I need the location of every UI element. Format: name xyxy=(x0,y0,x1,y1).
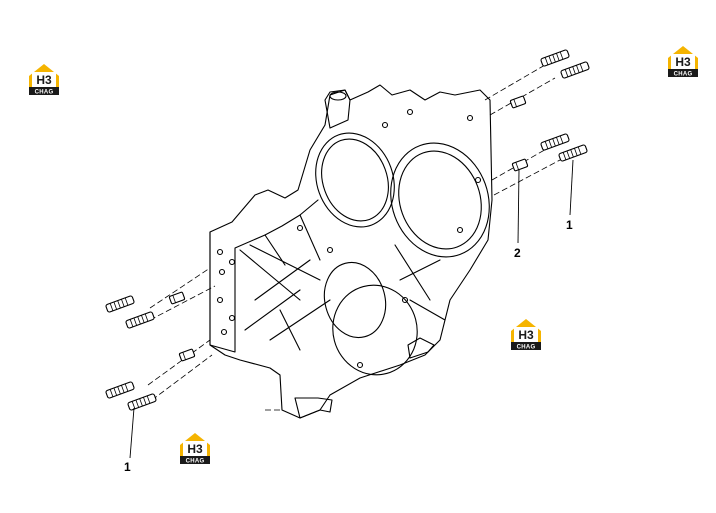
svg-text:CHAG: CHAG xyxy=(186,459,205,465)
stud-bolt xyxy=(558,144,588,162)
bottom-foot-right xyxy=(407,337,435,359)
stud-bolt xyxy=(560,61,590,79)
stud-bolt xyxy=(127,393,157,411)
stud-bolt xyxy=(105,295,135,313)
svg-text:H3: H3 xyxy=(518,328,534,342)
stud-bolt xyxy=(540,49,570,67)
upper-left-bore xyxy=(315,132,395,228)
dowel-pin xyxy=(178,348,196,362)
watermark-logo: H3 CHAG xyxy=(509,317,543,351)
front-flange-face xyxy=(209,199,319,353)
dowel-pin xyxy=(509,95,527,109)
house-logo-icon: H3 CHAG xyxy=(668,46,698,78)
svg-text:H3: H3 xyxy=(36,73,52,87)
bottom-foot-left xyxy=(294,397,333,419)
stud-bolts xyxy=(105,49,590,411)
watermark-logo: H3 CHAG xyxy=(27,62,61,96)
callout-1-right: 1 xyxy=(566,218,573,232)
central-bore xyxy=(323,261,387,339)
svg-text:CHAG: CHAG xyxy=(35,90,54,96)
callout-2: 2 xyxy=(514,246,521,260)
svg-text:CHAG: CHAG xyxy=(517,345,536,351)
house-logo-icon: H3 CHAG xyxy=(29,64,59,96)
dowel-pin xyxy=(168,291,186,305)
house-logo-icon: H3 CHAG xyxy=(180,433,210,465)
watermark-logo: H3 CHAG xyxy=(666,44,700,78)
lower-right-bore xyxy=(332,284,418,376)
gear-housing-outline xyxy=(209,84,493,419)
stud-bolt xyxy=(540,133,570,151)
dowel-pin xyxy=(511,158,529,172)
callout-1-left: 1 xyxy=(124,460,131,474)
stud-bolt xyxy=(105,381,135,399)
house-logo-icon: H3 CHAG xyxy=(511,319,541,351)
alignment-leader-lines xyxy=(147,64,561,411)
bolt-holes xyxy=(216,108,482,369)
dowel-pins xyxy=(168,95,529,362)
svg-text:CHAG: CHAG xyxy=(674,72,693,78)
svg-text:H3: H3 xyxy=(675,55,691,69)
callout-leaders xyxy=(129,159,574,459)
stud-bolt xyxy=(125,311,155,329)
top-boss xyxy=(324,89,351,129)
stiffening-ribs xyxy=(239,214,446,351)
upper-right-bore xyxy=(390,142,490,258)
watermark-logo: H3 CHAG xyxy=(178,431,212,465)
svg-text:H3: H3 xyxy=(187,442,203,456)
